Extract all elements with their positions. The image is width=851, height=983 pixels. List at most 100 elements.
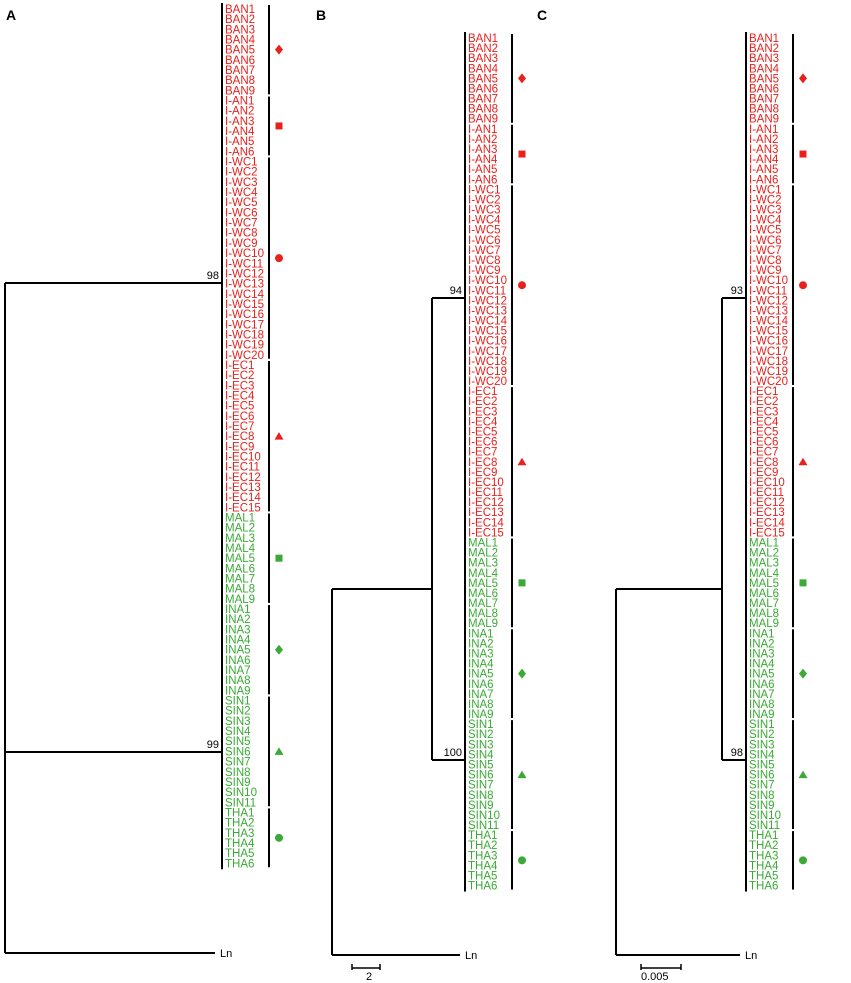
leaf-label: I-AN3 [468, 144, 497, 156]
leaf-label: I-EC10 [749, 477, 785, 489]
leaf-label: MAL7 [749, 598, 779, 610]
leaf-label: I-EC5 [749, 427, 778, 439]
leaf-label: THA1 [225, 807, 254, 819]
bootstrap-green: 100 [444, 747, 462, 759]
group-symbol-diamond [799, 73, 807, 84]
group-symbol-square [799, 150, 807, 158]
leaf-label: BAN5 [225, 45, 255, 57]
leaf-label: I-AN6 [225, 146, 254, 158]
leaf-label: I-AN2 [468, 134, 497, 146]
leaf-label: I-AN4 [225, 126, 255, 138]
leaf-label: BAN9 [225, 85, 255, 97]
leaf-label: I-WC9 [749, 265, 782, 277]
leaf-label: BAN7 [225, 65, 255, 77]
leaf-label: MAL2 [225, 523, 255, 535]
leaf-label: I-WC16 [225, 309, 264, 321]
leaf-label: I-WC18 [225, 329, 264, 341]
leaf-label: INA4 [749, 659, 775, 671]
leaf-label: INA6 [468, 679, 494, 691]
leaf-label: MAL7 [225, 574, 255, 586]
leaf-label: I-EC8 [468, 457, 497, 469]
leaf-label: SIN3 [468, 739, 494, 751]
leaf-label: INA2 [749, 638, 775, 650]
group-symbol-diamond [518, 668, 526, 679]
leaf-label: I-WC9 [225, 238, 258, 250]
leaf-label: THA6 [225, 858, 254, 870]
leaf-label: BAN4 [225, 35, 256, 47]
leaf-label: I-WC12 [468, 295, 507, 307]
scale-bar-label: 2 [366, 971, 372, 983]
leaf-label: I-EC12 [225, 472, 261, 484]
leaf-label: I-WC15 [225, 299, 264, 311]
leaf-label: MAL3 [225, 533, 255, 545]
leaf-label: I-WC5 [468, 225, 501, 237]
leaf-label: I-WC13 [749, 305, 788, 317]
leaf-label: I-EC1 [468, 386, 497, 398]
leaf-label: I-WC14 [468, 316, 508, 328]
leaf-label: SIN10 [468, 810, 500, 822]
leaf-label: I-AN5 [225, 136, 254, 148]
leaf-label: I-EC5 [468, 427, 497, 439]
leaf-label: INA3 [225, 624, 251, 636]
leaf-label: I-AN1 [468, 124, 497, 136]
leaf-label: INA6 [225, 655, 251, 667]
leaf-label: SIN4 [749, 749, 775, 761]
leaf-label: THA5 [225, 848, 254, 860]
leaf-label: I-WC1 [468, 184, 501, 196]
leaf-label: I-EC14 [468, 517, 504, 529]
leaf-label: MAL3 [749, 558, 779, 570]
leaf-label: I-WC7 [468, 245, 501, 257]
leaf-label: BAN1 [468, 33, 498, 45]
leaf-label: I-WC16 [468, 336, 507, 348]
leaf-label: I-EC4 [225, 390, 255, 402]
leaf-label: MAL3 [468, 558, 498, 570]
leaf-label: I-WC2 [749, 194, 782, 206]
leaf-label: I-EC9 [468, 467, 497, 479]
leaf-label: BAN2 [225, 14, 255, 26]
group-symbol-triangle [274, 747, 284, 755]
leaf-label: I-AN5 [468, 164, 497, 176]
bootstrap-red: 93 [731, 285, 743, 297]
group-symbol-diamond [518, 73, 526, 84]
leaf-label: SIN3 [225, 716, 251, 728]
leaf-label: I-WC17 [749, 346, 788, 358]
leaf-label: THA1 [749, 830, 778, 842]
leaf-label: INA1 [225, 604, 251, 616]
leaf-label: I-EC14 [225, 492, 261, 504]
leaf-label: SIN2 [749, 729, 775, 741]
leaf-label: I-EC7 [749, 447, 778, 459]
leaf-label: BAN3 [749, 53, 779, 65]
leaf-label: BAN8 [468, 104, 498, 116]
leaf-label: BAN3 [468, 53, 498, 65]
group-symbol-triangle [517, 457, 527, 466]
leaf-label: INA4 [225, 635, 251, 647]
leaf-label: MAL2 [468, 548, 498, 560]
leaf-label: MAL6 [468, 588, 498, 600]
leaf-label: I-WC19 [749, 366, 788, 378]
leaf-label: SIN10 [225, 787, 257, 799]
leaf-label: SIN2 [225, 706, 251, 718]
leaf-label: I-EC11 [468, 487, 503, 499]
leaf-label: THA5 [749, 870, 778, 882]
leaf-label: I-EC4 [468, 416, 498, 428]
leaf-label: I-AN3 [225, 116, 254, 128]
leaf-label: I-WC3 [468, 205, 501, 217]
group-symbol-triangle [798, 770, 808, 779]
leaf-label: I-EC6 [468, 437, 497, 449]
leaf-label: MAL5 [225, 553, 255, 565]
group-symbol-circle [518, 281, 526, 290]
leaf-label: I-AN2 [225, 106, 254, 118]
leaf-label: I-WC3 [749, 205, 782, 217]
leaf-label: I-EC13 [225, 482, 261, 494]
bootstrap-green: 99 [207, 739, 219, 751]
leaf-label: BAN2 [468, 43, 498, 55]
leaf-label: I-EC8 [749, 457, 778, 469]
leaf-label: SIN11 [749, 820, 780, 832]
leaf-label: I-WC3 [225, 177, 258, 189]
panel-label-A: A [6, 7, 16, 23]
group-symbol-circle [518, 856, 526, 865]
leaf-label: SIN9 [468, 800, 494, 812]
leaf-label: INA9 [468, 709, 494, 721]
leaf-label: INA9 [749, 709, 775, 721]
leaf-label: I-EC11 [225, 462, 260, 474]
